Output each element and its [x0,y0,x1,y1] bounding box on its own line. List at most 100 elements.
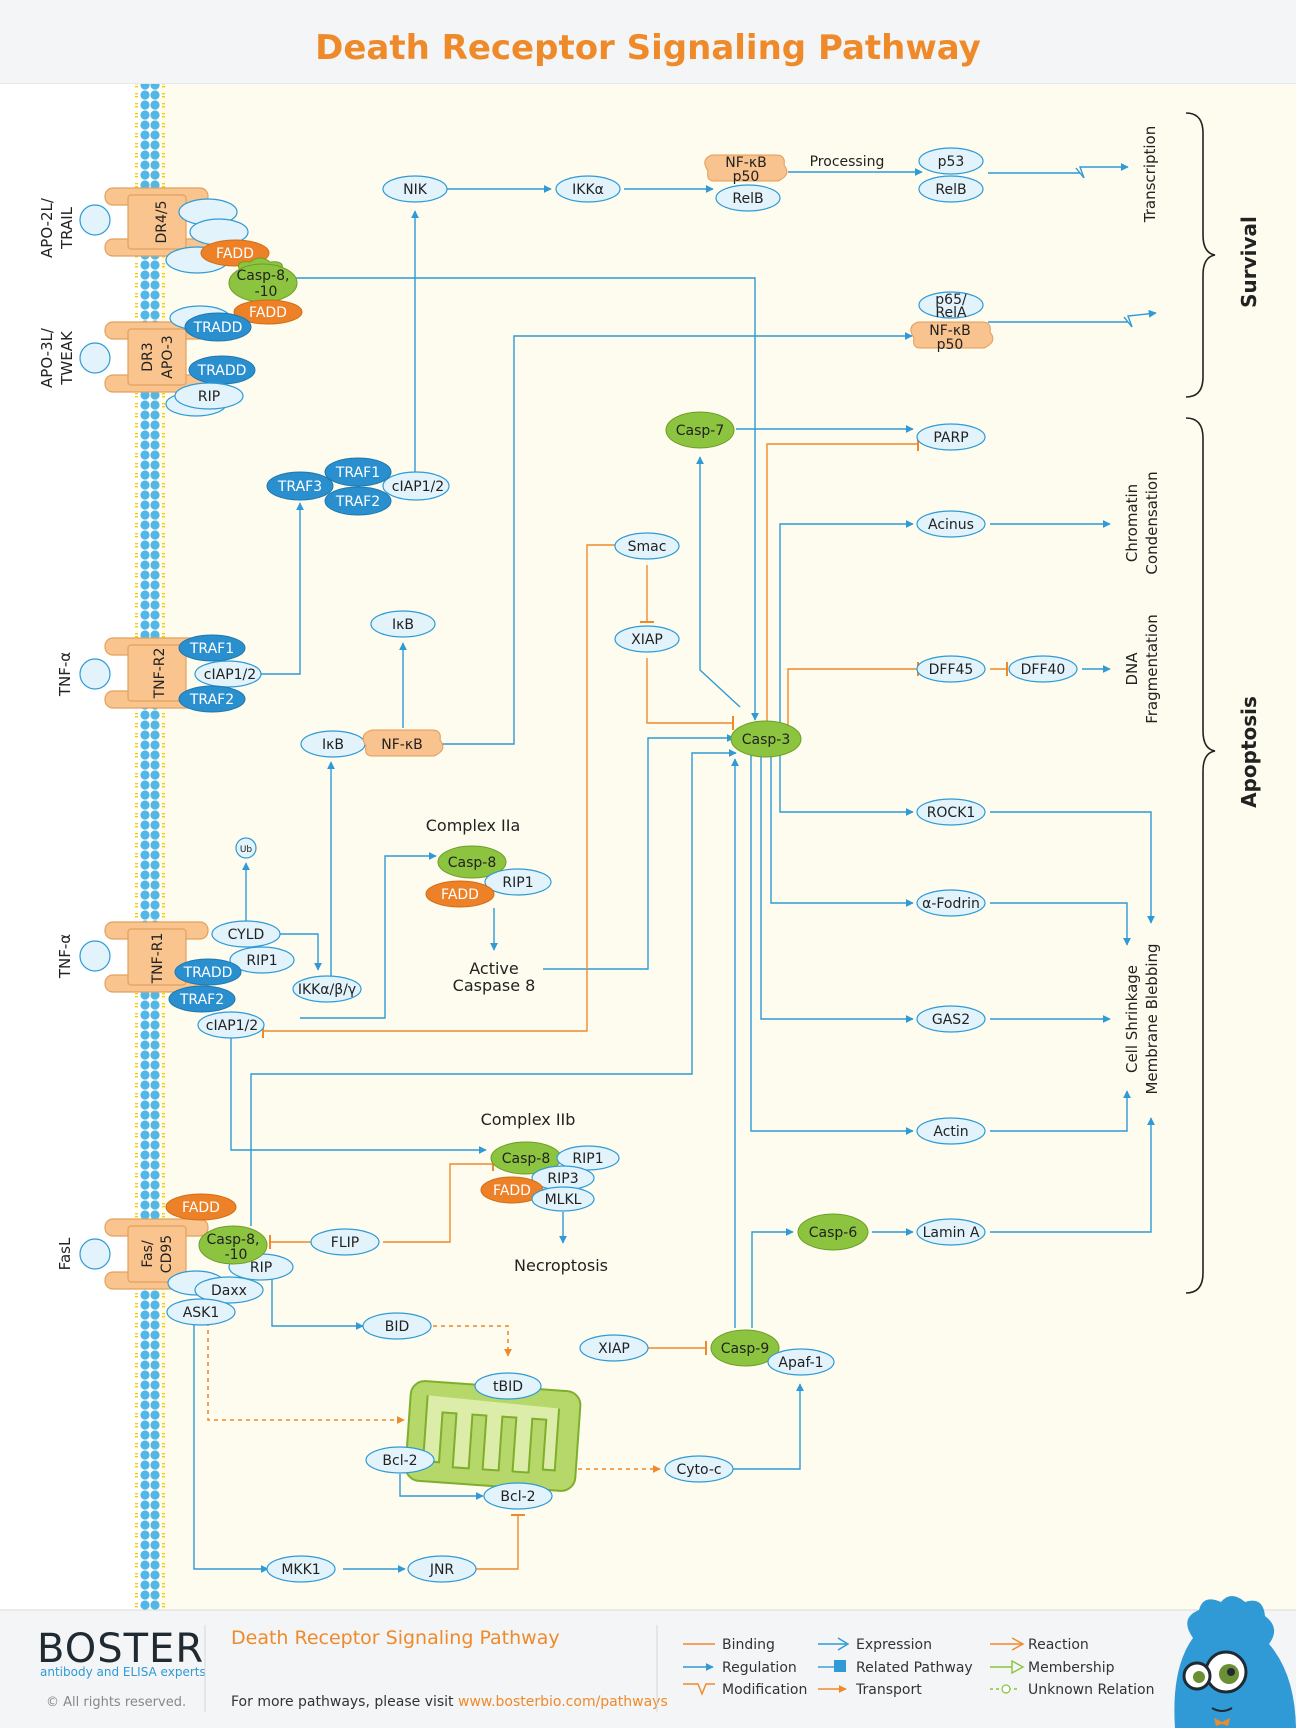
node-ciap-tnfr1[interactable] [197,1011,265,1039]
node-flip[interactable] [310,1228,380,1256]
node-bcl2-a[interactable] [365,1446,435,1474]
node-nfkb-p50-l1: NF-κB [929,323,970,339]
node-ciap-traf-label: cIAP1/2 [392,479,444,495]
node-apaf1[interactable] [767,1348,835,1376]
node-casp7-label: Casp-7 [676,423,725,439]
node-tbid[interactable] [474,1372,542,1400]
node-afodrin[interactable] [916,889,986,917]
node-rip1-iia-label: RIP1 [502,875,533,891]
footer-more-link[interactable]: www.bosterbio.com/pathways [458,1694,668,1710]
node-cytoc[interactable] [664,1455,734,1483]
node-nfkb-p50[interactable] [910,321,994,349]
node-nfkb-p50-top[interactable] [704,154,788,182]
node-p53-label: p53 [938,154,965,170]
node-ask1[interactable] [166,1298,236,1326]
node-tradd-dr3-a[interactable] [184,312,252,342]
node-rip1-iib[interactable] [556,1145,620,1171]
outcome-chromatin-l1: Chromatin [1123,484,1141,562]
ligand-fasl: FasL [56,1237,74,1270]
node-actin[interactable] [916,1117,986,1145]
node-rock1[interactable] [916,798,986,826]
apoptosis-bracket [1185,417,1216,1294]
ligand-tnfa-1: TNF-α [56,652,74,697]
node-p53[interactable] [918,147,984,175]
receptor-tnfr1-label: TNF-R1 [150,933,166,985]
node-casp3[interactable] [730,720,802,758]
node-rip1-tnfr1[interactable] [229,946,295,974]
node-daxx-label: Daxx [211,1283,247,1299]
node-ciap-tnfr2[interactable] [194,660,262,688]
node-dff45[interactable] [916,655,986,683]
node-ikb-label: IκB [322,737,344,753]
node-nik[interactable] [382,175,448,203]
node-p65-rela[interactable] [918,291,984,319]
legend-related: Related Pathway [856,1660,973,1676]
node-traf1-complex[interactable] [324,457,392,487]
node-casp810-fas[interactable] [198,1225,268,1265]
node-ikk-abg[interactable] [292,975,362,1003]
node-acinus[interactable] [916,510,986,538]
receptor-dr3[interactable]: DR3 APO-3 [104,321,209,393]
node-traf1-tnfr2[interactable] [178,634,246,662]
footer [0,1610,1296,1728]
node-ub[interactable] [235,837,257,859]
node-rip1-iia[interactable] [484,868,552,896]
node-traf3[interactable] [266,471,334,501]
copyright: © All rights reserved. [46,1695,186,1710]
node-casp9[interactable] [710,1329,780,1367]
node-xiap-casp9[interactable] [579,1334,649,1362]
node-fadd-iia[interactable] [425,880,495,908]
node-fadd-trail[interactable] [200,239,270,267]
node-fadd-dr3[interactable] [233,299,303,325]
node-ikb-top[interactable] [370,610,436,638]
legend-reaction: Reaction [1028,1637,1089,1653]
legend-membership-line [1011,1659,1025,1675]
node-ciap-traf[interactable] [382,471,450,501]
node-relb-top[interactable] [715,184,781,212]
legend-expression: Expression [856,1637,932,1653]
node-dff40-label: DFF40 [1021,662,1066,678]
node-mkk1[interactable] [266,1555,336,1583]
node-rip-dr3[interactable] [174,382,244,410]
outcome-dna-l2: Fragmentation [1143,614,1161,724]
ligand-trail-line1: APO-2L/ [38,197,56,258]
node-traf2-tnfr2[interactable] [178,685,246,713]
node-ikka[interactable] [555,175,621,203]
cytoplasm-area [150,84,1296,1610]
node-tradd-tnfr1[interactable] [174,958,242,986]
node-bid-label: BID [385,1319,410,1335]
brand-logo[interactable]: BOSTER [37,1626,204,1672]
ligand-fasl-circle [79,1238,111,1270]
node-fadd-fas[interactable] [165,1193,237,1221]
node-xiap[interactable] [614,625,680,653]
node-traf2-complex[interactable] [324,486,392,516]
node-bid[interactable] [362,1312,432,1340]
node-rip1-tnfr1-label: RIP1 [246,953,277,969]
node-relb[interactable] [918,175,984,203]
node-casp6[interactable] [797,1213,869,1251]
node-parp[interactable] [916,423,986,451]
outcome-dna-l1: DNA [1123,652,1141,686]
legend: Binding Regulation Modification Expressi… [683,1637,1154,1698]
node-dff40[interactable] [1008,655,1078,683]
node-casp8-iia[interactable] [437,845,507,879]
node-smac[interactable] [614,532,680,560]
node-casp810-trail-l1: Casp-8, [237,268,290,284]
legend-unknown: Unknown Relation [1028,1682,1154,1698]
node-rip-fas-label: RIP [250,1260,272,1276]
node-bcl2-b[interactable] [483,1482,553,1510]
node-jnr[interactable] [407,1555,477,1583]
node-rip-dr3-label: RIP [198,389,220,405]
node-casp7[interactable] [665,411,735,449]
node-daxx[interactable] [194,1276,264,1304]
survival-bracket [1185,112,1216,398]
node-traf2-tnfr1[interactable] [168,985,236,1013]
node-gas2[interactable] [916,1005,986,1033]
node-xiap-casp9-label: XIAP [598,1341,630,1357]
label-necroptosis: Necroptosis [514,1256,608,1275]
node-cyld[interactable] [211,920,281,948]
node-lamina[interactable] [916,1218,986,1246]
node-mlkl[interactable] [531,1186,595,1212]
node-nfkb[interactable] [362,729,444,757]
connectors [193,163,1157,1573]
